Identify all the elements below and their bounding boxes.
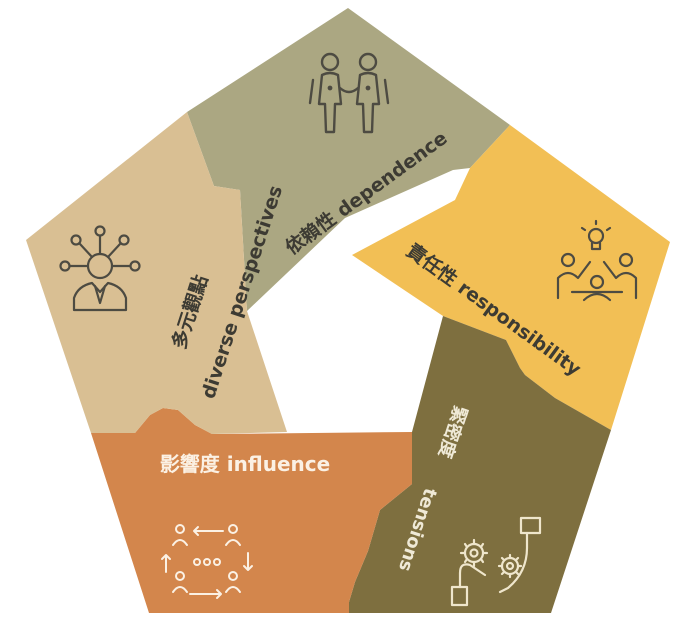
- segment-responsibility: [352, 125, 670, 430]
- segment-influence: [91, 408, 412, 613]
- segment-diverse: [26, 112, 287, 434]
- segment-dependence: [187, 8, 510, 311]
- people-network-icon: [161, 524, 253, 599]
- two-people-holding-hands-icon: [308, 52, 390, 134]
- team-idea-meeting-icon: [556, 219, 638, 302]
- label-influence: 影響度 influence: [160, 452, 330, 476]
- segment-tensions: [349, 316, 611, 613]
- hand-gears-icon: [450, 516, 542, 607]
- person-network-icon: [59, 225, 141, 312]
